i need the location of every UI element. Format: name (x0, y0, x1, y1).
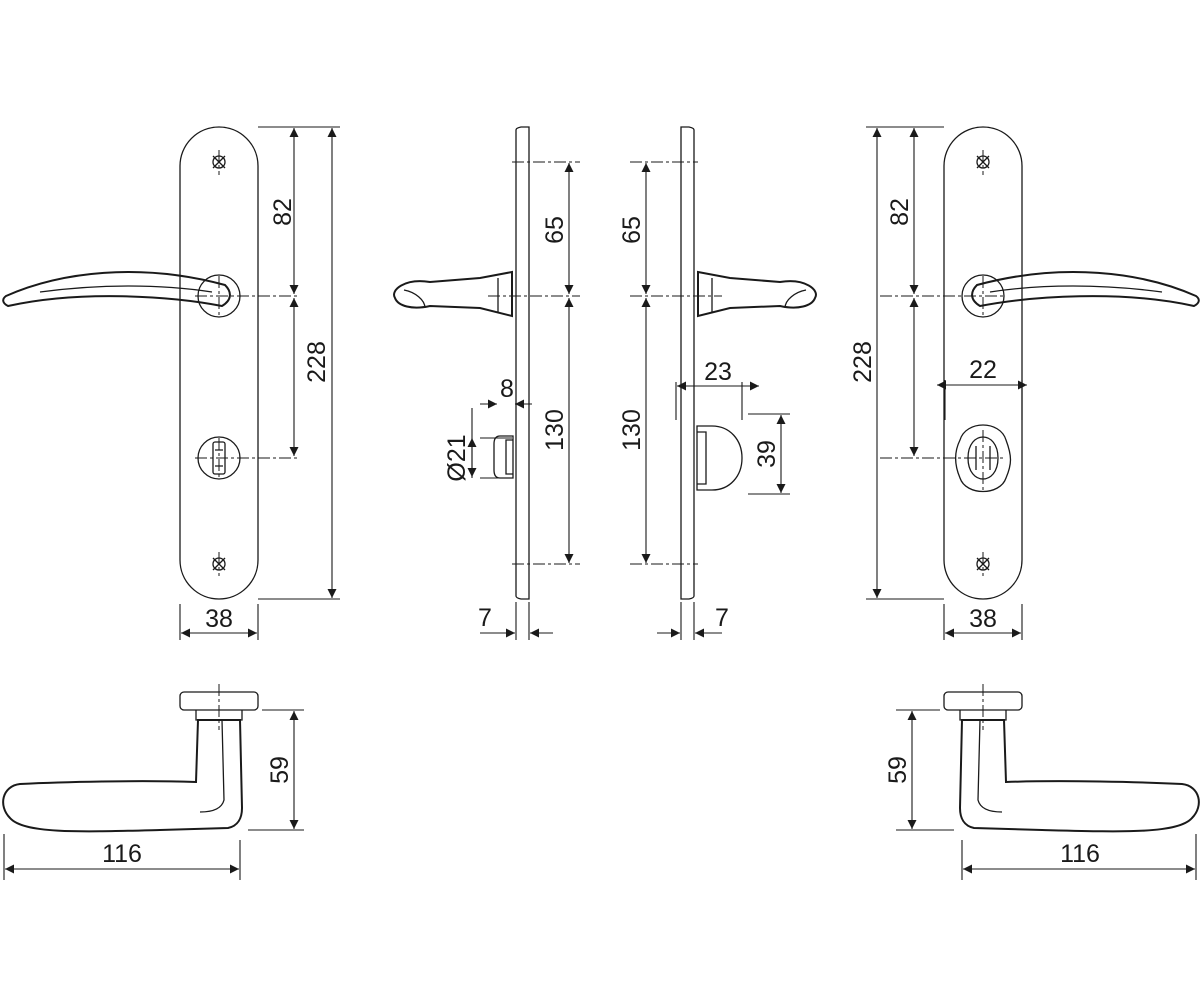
dim-side-left-7: 7 (478, 604, 492, 632)
dim-right-82: 82 (886, 198, 914, 226)
left-front-view: 82 228 38 (2, 126, 340, 640)
dim-top-left-59: 59 (266, 756, 294, 784)
turn-knob-right-front (954, 424, 1012, 492)
dim-top-right-116: 116 (1060, 840, 1100, 868)
turn-side-right (696, 425, 743, 491)
dim-side-right-65: 65 (618, 216, 646, 244)
plate-side-left (515, 126, 530, 600)
dim-side-right-23: 23 (704, 358, 732, 386)
dim-side-right-7: 7 (715, 604, 729, 632)
right-front-view: 82 228 38 22 (849, 126, 1200, 640)
lever-left-front (2, 271, 241, 318)
plate-side-right (680, 126, 695, 600)
right-top-view: 59 116 (884, 684, 1200, 880)
knob-side-left (493, 435, 514, 479)
dim-top-left-116: 116 (102, 840, 142, 868)
dim-side-right-39: 39 (753, 440, 781, 468)
lever-right-top (958, 719, 1200, 833)
dim-right-228: 228 (849, 341, 877, 383)
dim-side-left-65: 65 (541, 216, 569, 244)
dim-side-left-8: 8 (500, 375, 514, 403)
lever-side-left (393, 270, 513, 318)
dim-left-38: 38 (205, 605, 233, 633)
left-top-view: 59 116 (2, 684, 304, 880)
lever-side-right (697, 270, 817, 318)
dim-left-228: 228 (303, 341, 331, 383)
lever-left-top (2, 719, 244, 833)
right-side-view: 65 130 23 39 7 (618, 126, 817, 640)
dim-side-right-130: 130 (618, 409, 646, 451)
dim-side-left-d21: Ø21 (443, 434, 471, 481)
backplate-left (179, 126, 259, 600)
dim-right-22: 22 (969, 356, 997, 384)
dim-right-38: 38 (969, 605, 997, 633)
dim-side-left-130: 130 (541, 409, 569, 451)
dim-left-82: 82 (269, 198, 297, 226)
backplate-right (943, 126, 1023, 600)
lever-right-front (961, 271, 1200, 318)
left-side-view: 65 130 7 8 Ø21 (393, 126, 580, 640)
dim-top-right-59: 59 (884, 756, 912, 784)
